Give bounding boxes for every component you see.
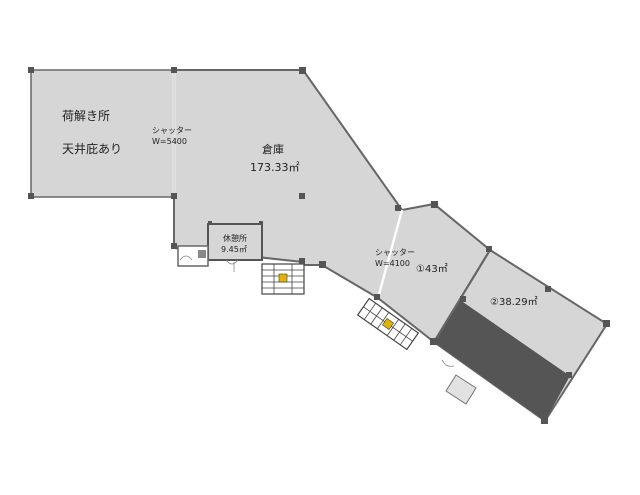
column [259, 221, 263, 225]
staircase-1 [261, 263, 305, 295]
column [566, 372, 572, 378]
unloading-name: 荷解き所 [62, 109, 110, 123]
restroom [207, 223, 263, 261]
column [431, 201, 438, 208]
column [208, 221, 212, 225]
column [319, 261, 326, 268]
unit2-door-arc [441, 359, 455, 367]
column [299, 258, 305, 264]
rest-door-arc [225, 259, 239, 265]
column [430, 338, 437, 345]
restroom-name: 休憩所 [223, 233, 247, 243]
columns [28, 67, 610, 424]
unit1-area: ①43㎡ [416, 263, 448, 275]
unloading-area [30, 69, 175, 198]
unit1-shutter-width: W=4100 [375, 259, 410, 268]
unit2-area: ②38.29㎡ [490, 296, 538, 308]
dark-zone [434, 300, 570, 421]
restroom-area: 9.45㎡ [221, 245, 247, 254]
column [374, 294, 380, 300]
column [299, 193, 305, 199]
toilet-door-arc [179, 255, 193, 261]
warehouse-area: 173.33㎡ [250, 161, 300, 174]
column [395, 205, 401, 211]
column [603, 320, 610, 327]
toilet-fixture [198, 250, 206, 258]
column [171, 67, 177, 73]
unit1-shutter-line [376, 209, 404, 299]
column [545, 286, 551, 292]
main-shutter-width: W=5400 [152, 137, 187, 146]
column [486, 246, 492, 252]
column [171, 193, 177, 199]
outside-box [445, 374, 477, 405]
column [460, 296, 466, 302]
unloading-note: 天井庇あり [62, 141, 122, 156]
column [28, 193, 34, 199]
column [171, 243, 177, 249]
column [299, 67, 306, 74]
column [541, 417, 548, 424]
column [28, 67, 34, 73]
unit1-shutter-label: シャッター [375, 248, 415, 257]
main-shutter-label: シャッター [152, 126, 192, 135]
warehouse-name: 倉庫 [262, 142, 284, 156]
staircase-2 [356, 297, 420, 351]
